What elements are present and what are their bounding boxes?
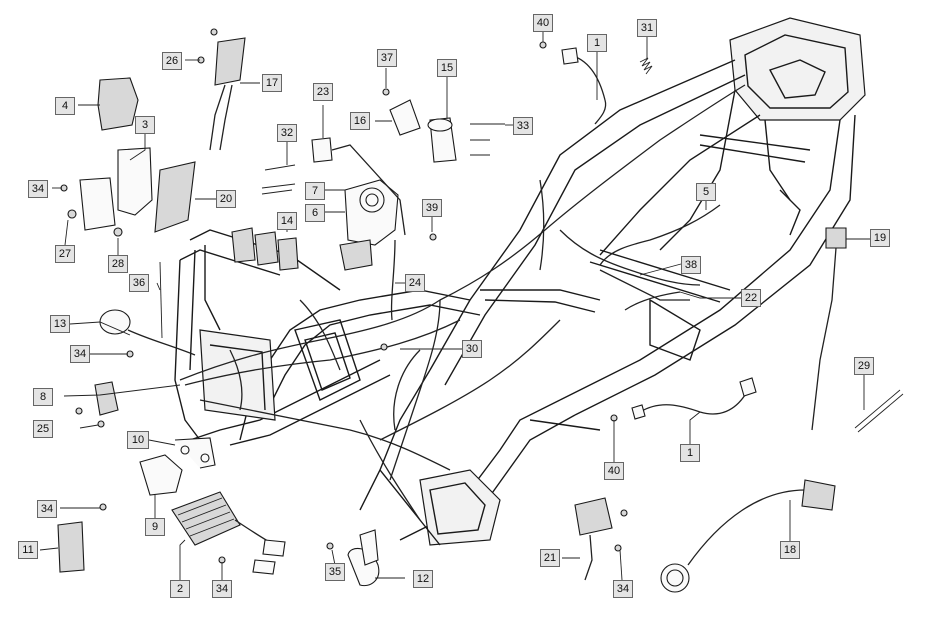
callout-19[interactable]: 19 [870,229,890,247]
callout-8[interactable]: 8 [33,388,53,406]
callout-40-upper[interactable]: 40 [533,14,553,32]
callout-23[interactable]: 23 [313,83,333,101]
callout-21[interactable]: 21 [540,549,560,567]
part-clamp-22 [624,291,681,311]
callout-24[interactable]: 24 [405,274,425,292]
part-rod-36 [159,261,163,339]
part-connector-11 [57,521,85,573]
part-horn [347,529,380,587]
callout-34-e[interactable]: 34 [613,580,633,598]
part-spring [639,57,653,75]
callout-29[interactable]: 29 [854,357,874,375]
part-hose [599,204,721,266]
callout-25[interactable]: 25 [33,420,53,438]
callout-7[interactable]: 7 [305,182,325,200]
callout-4[interactable]: 4 [55,97,75,115]
part-regulator [171,491,286,575]
part-power-socket [660,479,836,593]
callout-1-upper[interactable]: 1 [587,34,607,52]
callout-10[interactable]: 10 [127,431,149,449]
part-sensor-19 [811,227,847,431]
part-bracket-16 [389,99,421,136]
callout-38[interactable]: 38 [681,256,701,274]
callout-9[interactable]: 9 [145,518,165,536]
callout-31[interactable]: 31 [637,19,657,37]
callout-12[interactable]: 12 [413,570,433,588]
callout-34-d[interactable]: 34 [212,580,232,598]
part-sensor-23 [311,137,406,236]
callout-35[interactable]: 35 [325,563,345,581]
part-sensor-lower [631,377,757,420]
main-frame [174,17,866,546]
part-buzzer [99,309,196,356]
callout-18[interactable]: 18 [780,541,800,559]
callout-26[interactable]: 26 [162,52,182,70]
callout-34-c[interactable]: 34 [37,500,57,518]
part-throttle-body [339,179,399,271]
part-cable-tie [854,389,904,433]
part-ecu [209,37,246,151]
callout-30[interactable]: 30 [462,340,482,358]
callout-5[interactable]: 5 [696,183,716,201]
callout-37[interactable]: 37 [377,49,397,67]
callout-28[interactable]: 28 [108,255,128,273]
part-sensor-upper [561,47,607,125]
callout-6[interactable]: 6 [305,204,325,222]
callout-15[interactable]: 15 [437,59,457,77]
part-bracket [79,147,153,231]
main-wiring-harness [179,84,746,521]
callout-33[interactable]: 33 [513,117,533,135]
callout-34-b[interactable]: 34 [70,345,90,363]
callout-22[interactable]: 22 [741,289,761,307]
part-switch-8 [94,381,119,416]
fasteners [60,28,628,564]
callout-20[interactable]: 20 [216,190,236,208]
callout-1-lower[interactable]: 1 [680,444,700,462]
callout-11[interactable]: 11 [18,541,38,559]
callout-32[interactable]: 32 [277,124,297,142]
part-module-21 [574,497,613,581]
part-hose-24 [390,239,396,321]
callout-40-lower[interactable]: 40 [604,462,624,480]
callout-2[interactable]: 2 [170,580,190,598]
callout-14[interactable]: 14 [277,212,297,230]
part-control-unit [154,161,196,233]
part-relay-4 [97,77,139,131]
callout-13[interactable]: 13 [50,315,70,333]
callout-17[interactable]: 17 [262,74,282,92]
part-fuse-block [231,227,299,271]
part-relay-9 [139,454,183,496]
callout-16[interactable]: 16 [350,112,370,130]
callout-34-a[interactable]: 34 [28,180,48,198]
callout-36[interactable]: 36 [129,274,149,292]
callout-27[interactable]: 27 [55,245,75,263]
leader-lines [39,32,870,581]
callout-3[interactable]: 3 [135,116,155,134]
part-ignition-coil [427,117,457,163]
callout-39[interactable]: 39 [422,199,442,217]
part-bracket-10 [174,437,216,469]
